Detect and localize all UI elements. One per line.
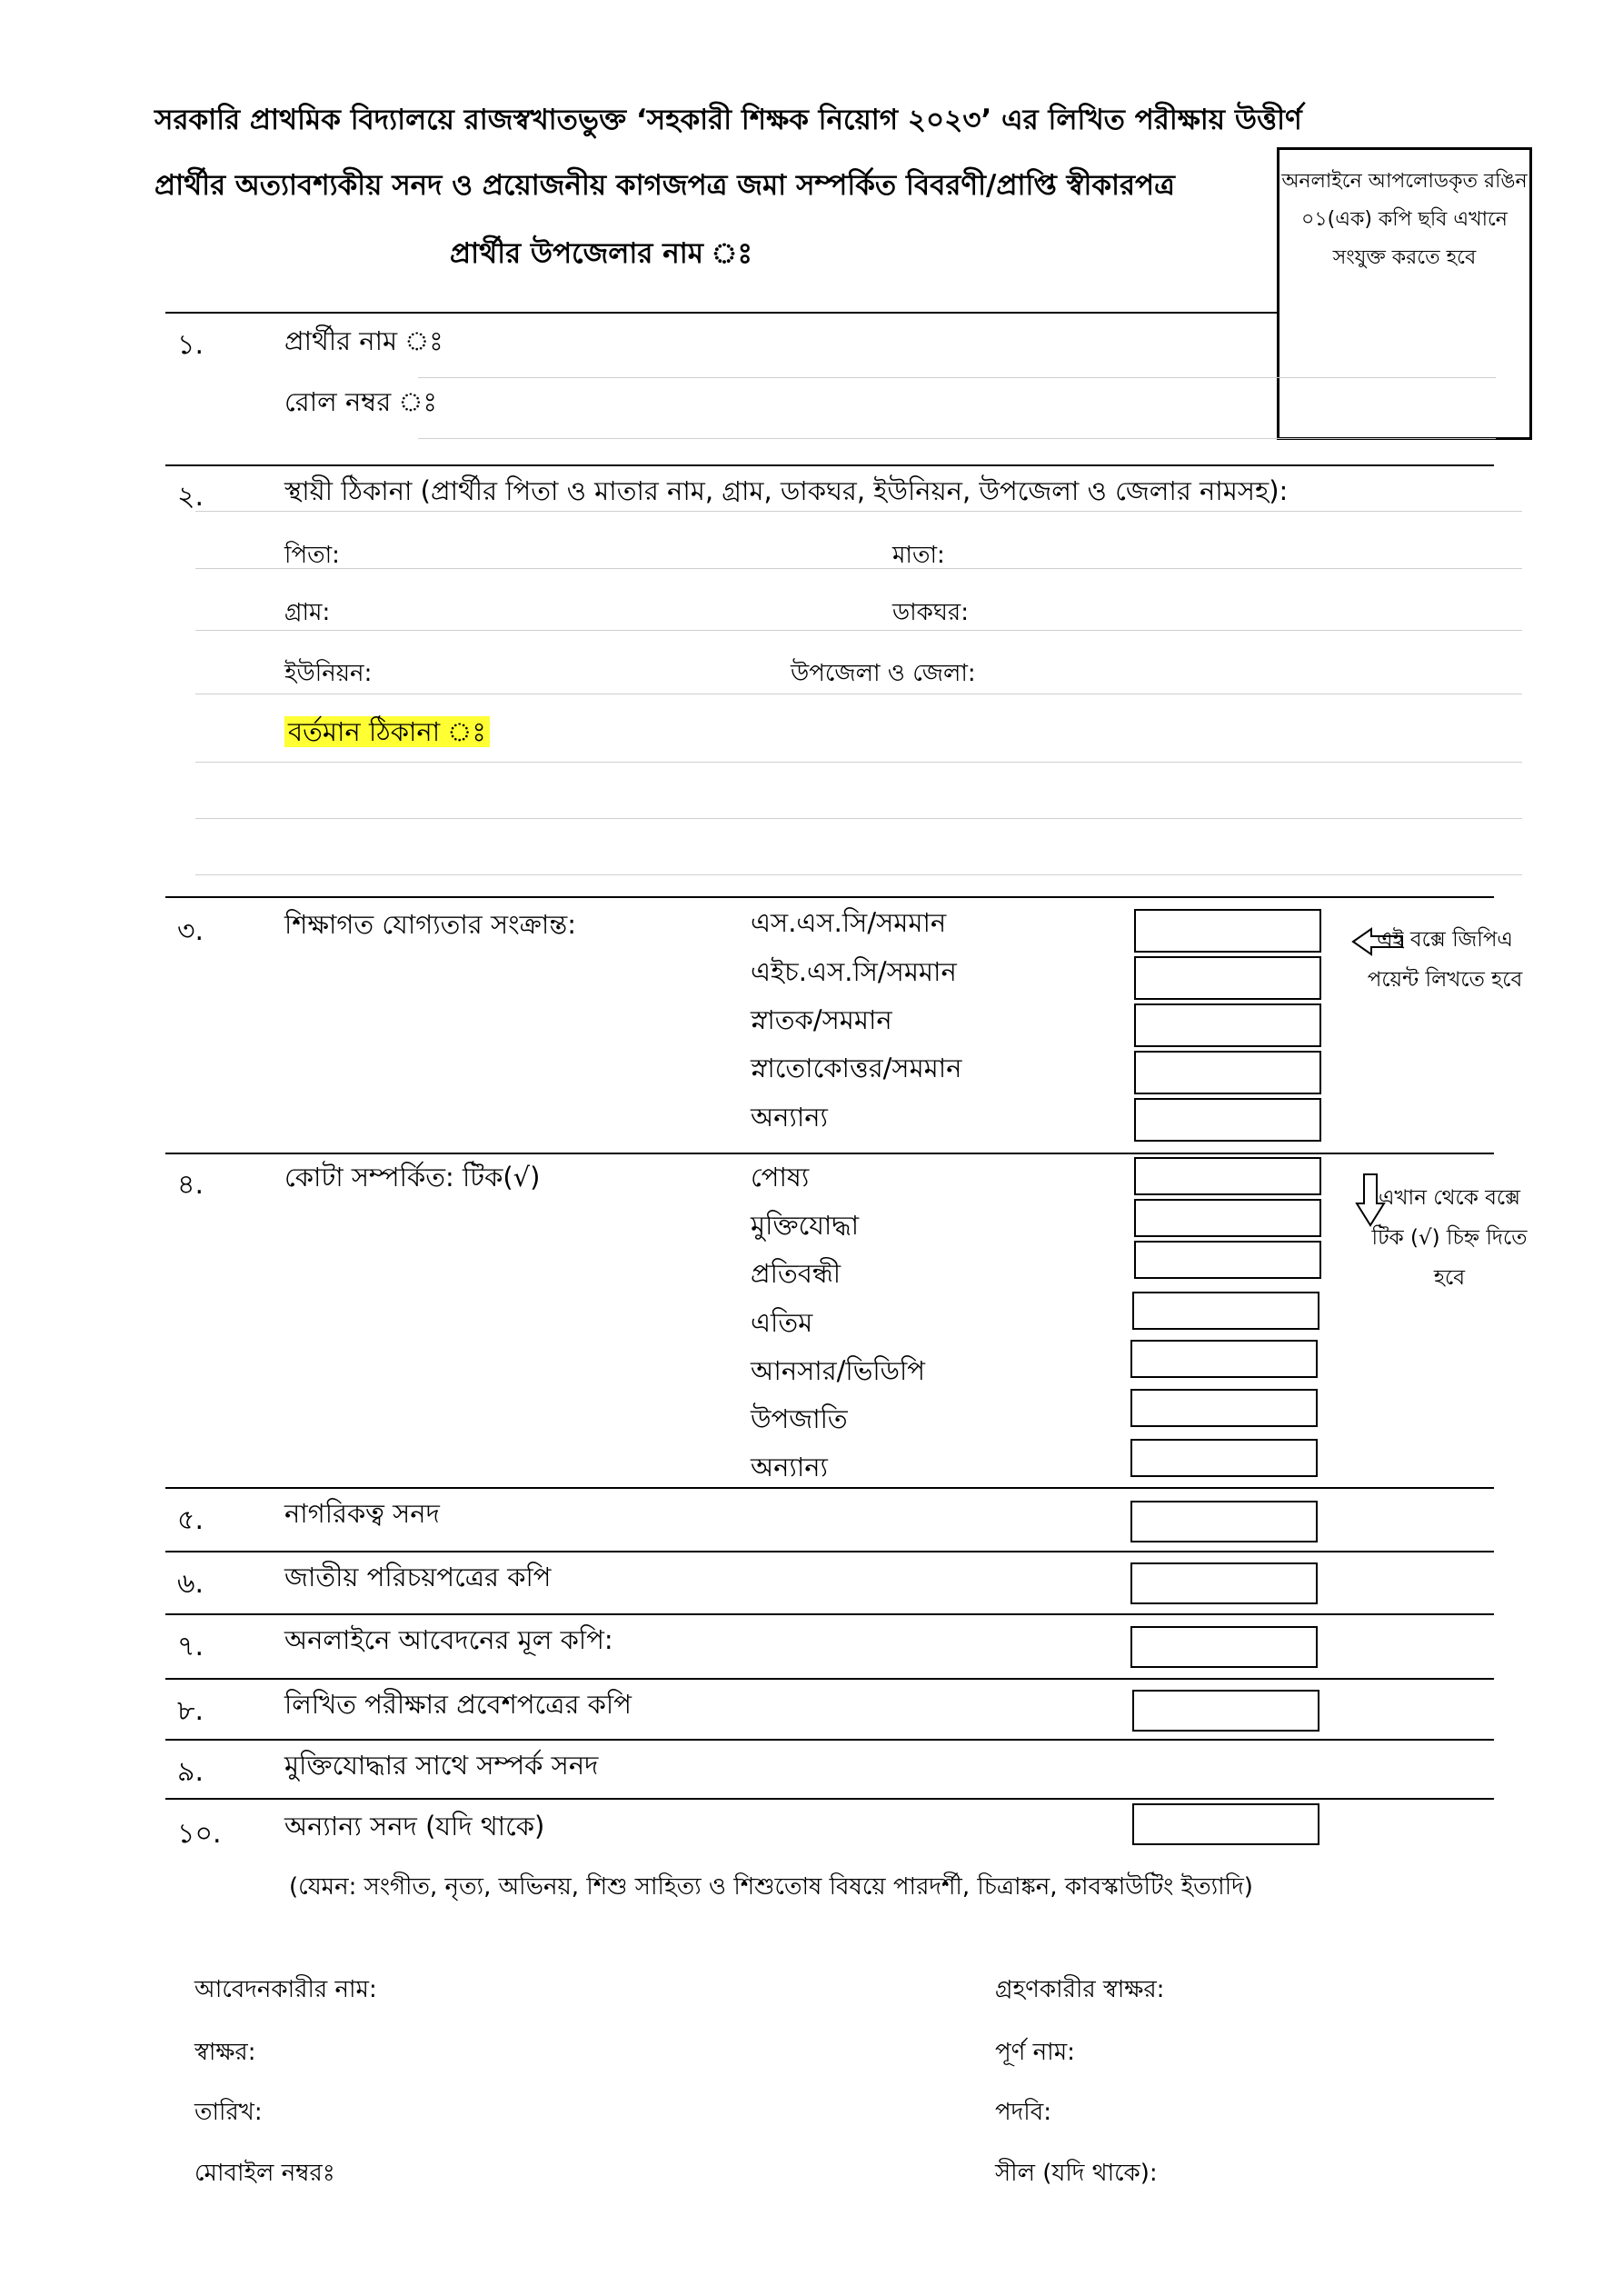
divider <box>165 1798 1494 1800</box>
section-4-number: ৪. <box>177 1169 204 1201</box>
education-item: অন্যান্য <box>751 1102 828 1133</box>
quota-item: এতিম <box>751 1307 813 1338</box>
union-label: ইউনিয়ন: <box>284 660 373 687</box>
quota-item: পোষ্য <box>751 1162 810 1193</box>
candidate-name-line[interactable] <box>418 377 1496 378</box>
father-mother-line[interactable] <box>195 568 1522 569</box>
village-post-line[interactable] <box>195 630 1522 631</box>
quota-box-orphan[interactable] <box>1132 1292 1319 1330</box>
divider <box>165 312 1277 314</box>
upazila-label: প্রার্থীর উপজেলার নাম ঃ <box>450 237 753 270</box>
applicant-name-label: আবেদনকারীর নাম: <box>194 1976 377 2003</box>
gpa-box-hsc[interactable] <box>1134 956 1321 1000</box>
education-title: শিক্ষাগত যোগ্যতার সংক্রান্ত: <box>284 909 577 940</box>
doc-box-nid[interactable] <box>1130 1562 1318 1604</box>
doc-number: ৯. <box>177 1756 204 1788</box>
education-item: স্নাতোকোত্তর/সমমান <box>751 1053 962 1083</box>
doc-number: ৮. <box>177 1695 204 1727</box>
gpa-note: এই বক্সে জিপিএ পয়েন্ট লিখতে হবে <box>1367 928 1523 992</box>
doc-number: ১০. <box>177 1818 222 1850</box>
applicant-signature-label: স্বাক্ষর: <box>194 2039 256 2066</box>
gpa-box-other[interactable] <box>1134 1098 1321 1142</box>
village-label: গ্রাম: <box>284 599 331 626</box>
quota-box-tribal[interactable] <box>1130 1389 1318 1427</box>
present-address-label: বর্তমান ঠিকানা ঃ <box>284 712 490 756</box>
section-3-number: ৩. <box>177 915 204 947</box>
quota-box-freedom-fighter[interactable] <box>1134 1199 1321 1237</box>
divider <box>165 896 1494 898</box>
roll-number-label: রোল নম্বর ঃ <box>284 386 437 417</box>
education-item: স্নাতক/সমমান <box>751 1004 892 1035</box>
dotted-line <box>195 511 1522 512</box>
full-name-label: পূর্ণ নাম: <box>995 2039 1075 2066</box>
doc-label: অনলাইনে আবেদনের মূল কপি: <box>284 1624 613 1655</box>
receiver-signature-label: গ্রহণকারীর স্বাক্ষর: <box>995 1976 1165 2003</box>
doc-label: জাতীয় পরিচয়পত্রের কপি <box>284 1562 552 1592</box>
header-line-2: প্রার্থীর অত্যাবশ্যকীয় সনদ ও প্রয়োজনীয… <box>154 169 1175 202</box>
quota-box-other[interactable] <box>1130 1439 1318 1477</box>
divider <box>165 1551 1494 1552</box>
education-item: এস.এস.সি/সমমান <box>751 907 947 938</box>
section-2-number: ২. <box>177 481 204 513</box>
present-address-line-1[interactable] <box>195 762 1522 763</box>
quota-item: আনসার/ভিডিপি <box>751 1355 925 1386</box>
header-line-1: সরকারি প্রাথমিক বিদ্যালয়ে রাজস্বখাতভুক্… <box>154 104 1302 136</box>
doc-box-citizenship[interactable] <box>1130 1501 1318 1542</box>
divider <box>165 1739 1494 1741</box>
photo-box-text: অনলাইনে আপলোডকৃত রঙিন ০১(এক) কপি ছবি এখা… <box>1281 170 1528 269</box>
doc-label: মুক্তিযোদ্ধার সাথে সম্পর্ক সনদ <box>284 1750 599 1781</box>
doc-label: লিখিত পরীক্ষার প্রবেশপত্রের কপি <box>284 1689 632 1720</box>
doc-number: ৫. <box>177 1504 204 1536</box>
gpa-box-bachelor[interactable] <box>1134 1003 1321 1047</box>
quota-box-dependent[interactable] <box>1134 1157 1321 1195</box>
candidate-name-label: প্রার্থীর নাম ঃ <box>284 325 443 356</box>
gpa-box-masters[interactable] <box>1134 1051 1321 1094</box>
quota-box-ansar-vdp[interactable] <box>1130 1340 1318 1378</box>
tick-note: এখান থেকে বক্সে টিক (√) চিহ্ন দিতে হবে <box>1371 1186 1528 1290</box>
seal-label: সীল (যদি থাকে): <box>995 2160 1158 2187</box>
quota-box-disabled[interactable] <box>1134 1241 1321 1279</box>
divider <box>165 1613 1494 1615</box>
doc-box-online-application[interactable] <box>1130 1626 1318 1668</box>
divider <box>165 1487 1494 1489</box>
quota-item: অন্যান্য <box>751 1452 828 1482</box>
quota-item: উপজাতি <box>751 1403 848 1434</box>
gpa-box-ssc[interactable] <box>1134 909 1321 953</box>
divider <box>165 1153 1494 1154</box>
present-address-line-2[interactable] <box>195 818 1522 819</box>
arrow-left-icon <box>1351 927 1403 956</box>
quota-item: মুক্তিযোদ্ধা <box>751 1210 860 1241</box>
divider <box>165 464 1494 466</box>
present-address-line-3[interactable] <box>195 874 1522 875</box>
arrow-down-icon <box>1355 1173 1386 1227</box>
quota-title: কোটা সম্পর্কিত: টিক(√) <box>284 1162 541 1193</box>
upazila-district-label: উপজেলা ও জেলা: <box>791 660 976 687</box>
permanent-address-title: স্থায়ী ঠিকানা (প্রার্থীর পিতা ও মাতার ন… <box>284 475 1289 506</box>
doc-box-admit-card[interactable] <box>1132 1690 1319 1732</box>
roll-number-line[interactable] <box>418 438 1496 439</box>
doc-label: অন্যান্য সনদ (যদি থাকে) <box>284 1811 545 1842</box>
father-label: পিতা: <box>284 542 340 569</box>
quota-item: প্রতিবন্ধী <box>751 1258 841 1289</box>
doc-box-other-certificates[interactable] <box>1132 1803 1319 1845</box>
post-office-label: ডাকঘর: <box>892 599 969 626</box>
docs-example: (যেমন: সংগীত, নৃত্য, অভিনয়, শিশু সাহিত্… <box>289 1873 1253 1901</box>
photo-box[interactable]: অনলাইনে আপলোডকৃত রঙিন ০১(এক) কপি ছবি এখা… <box>1277 147 1532 440</box>
mobile-label: মোবাইল নম্বরঃ <box>194 2160 335 2187</box>
doc-number: ৬. <box>177 1568 204 1600</box>
doc-number: ৭. <box>177 1631 204 1662</box>
doc-label: নাগরিকত্ব সনদ <box>284 1498 440 1529</box>
divider <box>165 1678 1494 1680</box>
mother-label: মাতা: <box>892 542 945 569</box>
designation-label: পদবি: <box>995 2099 1051 2126</box>
education-item: এইচ.এস.সি/সমমান <box>751 956 957 987</box>
section-1-number: ১. <box>177 329 204 361</box>
date-label: তারিখ: <box>194 2099 263 2126</box>
